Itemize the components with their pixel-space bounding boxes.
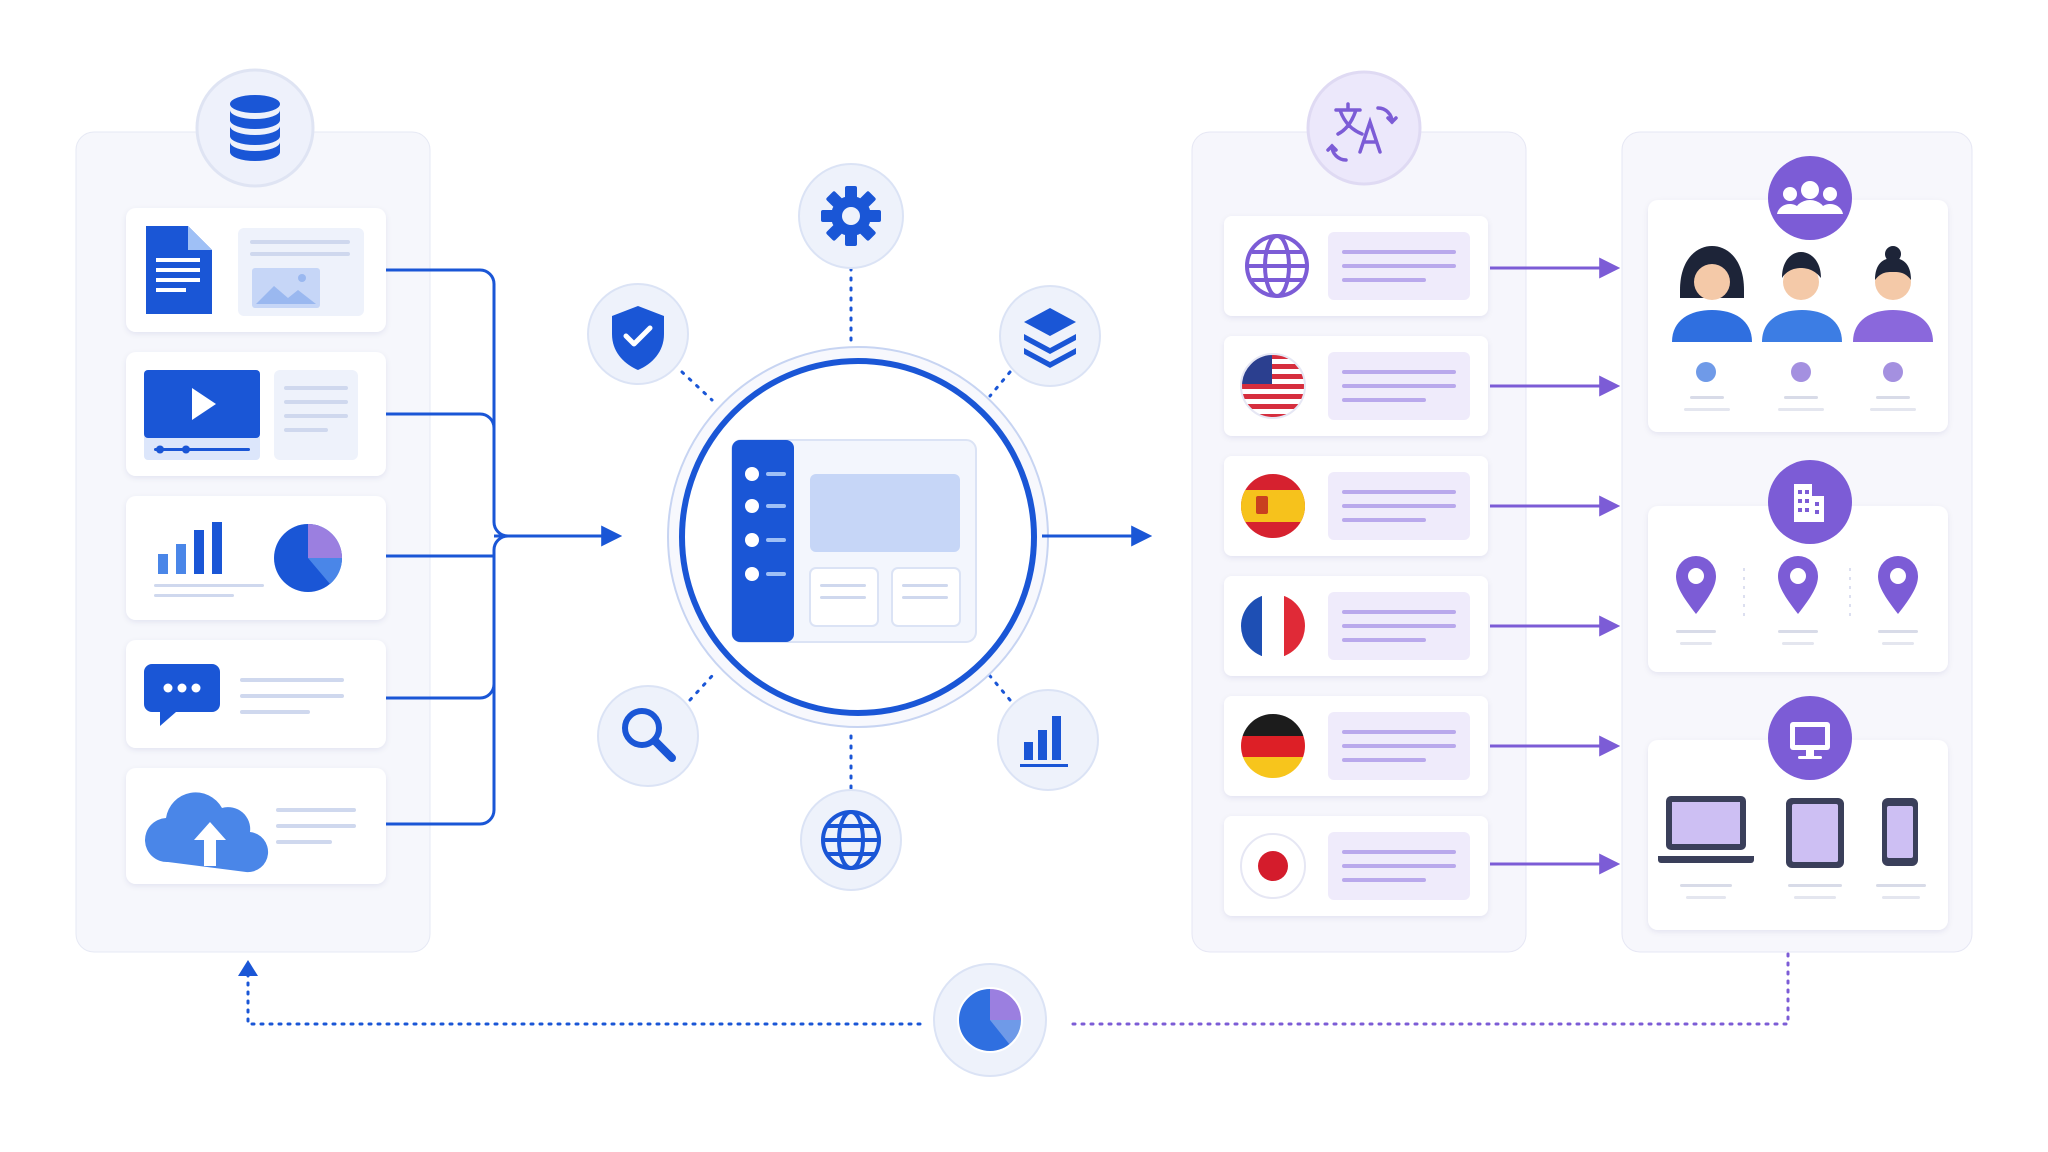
source-connectors	[386, 268, 623, 826]
language-row-spanish[interactable]	[1224, 456, 1488, 556]
source-card-video[interactable]	[126, 352, 386, 476]
image-icon	[252, 268, 320, 308]
source-card-charts[interactable]	[126, 496, 386, 620]
language-row-japanese[interactable]	[1224, 816, 1488, 916]
flag-de-icon	[1241, 714, 1305, 778]
laptop-icon	[1658, 796, 1754, 899]
bar-chart-icon	[997, 689, 1099, 791]
language-row-french[interactable]	[1224, 576, 1488, 676]
layers-icon	[999, 285, 1101, 387]
hub-dotted-spokes	[680, 266, 1012, 792]
dashboard-window-icon	[731, 439, 977, 643]
source-card-cloud[interactable]	[126, 768, 386, 884]
flag-jp-icon	[1240, 833, 1306, 899]
person-icon	[1762, 252, 1842, 411]
location-pin-icon	[1878, 556, 1918, 645]
translate-icon	[1306, 70, 1422, 186]
cloud-upload-icon	[144, 792, 269, 873]
chat-icon	[144, 664, 220, 726]
database-icon	[195, 68, 315, 188]
source-card-chat[interactable]	[126, 640, 386, 748]
shield-check-icon	[587, 283, 689, 385]
chart-icon	[154, 522, 264, 597]
users-icon	[1768, 156, 1852, 240]
building-icon	[1768, 460, 1852, 544]
globe-icon	[1245, 234, 1309, 298]
language-output-arrows	[1490, 257, 1621, 875]
flag-fr-icon	[1241, 594, 1305, 658]
language-row-global[interactable]	[1224, 216, 1488, 316]
phone-icon	[1876, 798, 1926, 899]
person-icon	[1672, 246, 1752, 411]
location-pin-icon	[1676, 556, 1716, 645]
gear-icon	[798, 163, 904, 269]
flag-us-icon	[1240, 353, 1306, 419]
video-icon	[144, 370, 260, 460]
person-icon	[1853, 246, 1933, 411]
globe-icon	[800, 789, 902, 891]
document-icon	[146, 226, 212, 314]
source-card-document[interactable]	[126, 208, 386, 332]
monitor-icon	[1768, 696, 1852, 780]
feedback-loop	[246, 952, 1790, 1026]
pie-chart-icon	[933, 963, 1047, 1077]
flag-es-icon	[1241, 474, 1305, 538]
location-pin-icon	[1778, 556, 1818, 645]
tablet-icon	[1786, 798, 1844, 899]
pie-chart-icon	[274, 524, 343, 592]
search-icon	[597, 685, 699, 787]
language-row-english[interactable]	[1224, 336, 1488, 436]
feedback-arrowhead	[238, 960, 258, 976]
language-row-german[interactable]	[1224, 696, 1488, 796]
